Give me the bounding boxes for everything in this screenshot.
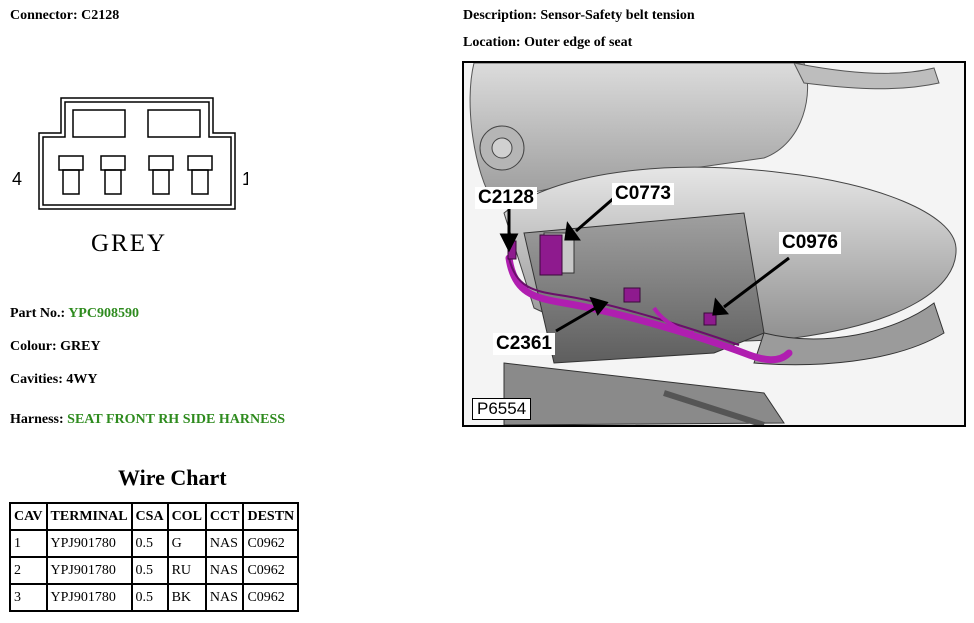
pin-cavities: [58, 155, 213, 195]
cell-terminal: YPJ901780: [45, 556, 133, 585]
colour-line: Colour: GREY: [10, 339, 101, 355]
location-line: Location: Outer edge of seat: [463, 35, 632, 51]
cell-cav: 3: [9, 583, 48, 612]
cell-col: BK: [166, 583, 207, 612]
cell-csa: 0.5: [130, 556, 169, 585]
wire-chart-title: Wire Chart: [118, 465, 227, 490]
description-line: Description: Sensor-Safety belt tension: [463, 8, 695, 24]
part-no-label: Part No.:: [10, 306, 66, 321]
table-header-row: CAV TERMINAL CSA COL CCT DESTN: [9, 502, 300, 531]
harness-label: Harness:: [10, 412, 64, 427]
cavities-label: Cavities:: [10, 372, 63, 387]
cell-cav: 1: [9, 529, 48, 558]
callout-c0773: C0773: [612, 183, 674, 205]
header-destn: DESTN: [242, 502, 300, 531]
callout-c2128: C2128: [475, 187, 537, 209]
wire-chart-table: CAV TERMINAL CSA COL CCT DESTN 1 YPJ9017…: [9, 502, 300, 612]
cell-destn: C0962: [242, 529, 300, 558]
table-row: 1 YPJ901780 0.5 G NAS C0962: [9, 529, 300, 558]
description-value: Sensor-Safety belt tension: [540, 8, 695, 23]
cell-col: G: [166, 529, 207, 558]
connector-label: Connector:: [10, 8, 78, 23]
seat-illustration: [469, 63, 957, 425]
cell-csa: 0.5: [130, 529, 169, 558]
harness-link[interactable]: SEAT FRONT RH SIDE HARNESS: [67, 412, 286, 427]
callout-c0976: C0976: [779, 232, 841, 254]
cell-destn: C0962: [242, 556, 300, 585]
cell-terminal: YPJ901780: [45, 583, 133, 612]
connector-c2361-shape: [623, 287, 641, 303]
cell-cct: NAS: [204, 583, 245, 612]
connector-heading: Connector: C2128: [10, 8, 119, 24]
part-no-link[interactable]: YPC908590: [68, 306, 139, 321]
location-label: Location:: [463, 35, 521, 50]
cell-destn: C0962: [242, 583, 300, 612]
table-row: 2 YPJ901780 0.5 RU NAS C0962: [9, 556, 300, 585]
description-label: Description:: [463, 8, 537, 23]
location-illustration: C2128 C0773 C0976 C2361 P6554: [462, 61, 966, 427]
cell-cct: NAS: [204, 529, 245, 558]
header-cav: CAV: [9, 502, 48, 531]
colour-value: GREY: [60, 339, 101, 354]
cell-cav: 2: [9, 556, 48, 585]
header-col: COL: [166, 502, 207, 531]
diagram-colour-text: GREY: [91, 230, 167, 257]
header-terminal: TERMINAL: [45, 502, 133, 531]
cell-terminal: YPJ901780: [45, 529, 133, 558]
callout-c2361: C2361: [493, 333, 555, 355]
header-cct: CCT: [204, 502, 245, 531]
location-value: Outer edge of seat: [524, 35, 633, 50]
connector-face-diagram: 4 1 GREY: [12, 97, 248, 257]
cell-col: RU: [166, 556, 207, 585]
connector-c0773-shape: [539, 234, 563, 276]
illustration-code: P6554: [472, 398, 532, 420]
cell-cct: NAS: [204, 556, 245, 585]
cell-csa: 0.5: [130, 583, 169, 612]
cavities-line: Cavities: 4WY: [10, 372, 98, 388]
cavities-value: 4WY: [66, 372, 98, 387]
connector-value: C2128: [81, 8, 120, 23]
connector-c0976-shape: [703, 312, 717, 326]
part-no-line: Part No.: YPC908590: [10, 306, 139, 322]
harness-loom: [505, 254, 793, 364]
pin-number-left: 4: [12, 169, 22, 189]
pin-number-right: 1: [242, 169, 248, 189]
header-csa: CSA: [130, 502, 169, 531]
harness-line: Harness: SEAT FRONT RH SIDE HARNESS: [10, 412, 285, 428]
colour-label: Colour:: [10, 339, 57, 354]
table-row: 3 YPJ901780 0.5 BK NAS C0962: [9, 583, 300, 612]
